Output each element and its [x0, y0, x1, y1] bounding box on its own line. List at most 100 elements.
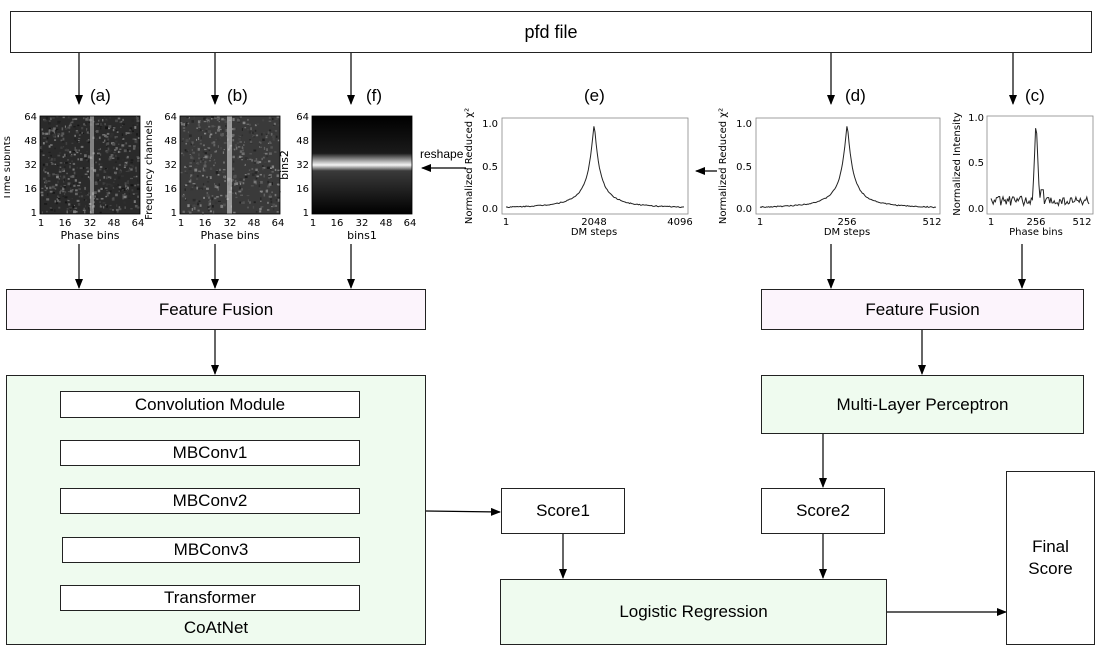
panel-f-xtick: 48	[380, 218, 393, 229]
score1-box: Score1	[501, 488, 625, 534]
mbconv3-label: MBConv3	[173, 540, 249, 559]
panel-b-ylabel: Frequency channels	[144, 120, 155, 220]
mlp-label: Multi-Layer Perceptron	[836, 394, 1009, 414]
panel-d-tag: (d)	[845, 86, 866, 105]
panel-c-xtick: 256	[1026, 217, 1045, 228]
panel-a-heatmap: Time subints 64 48 32 16 1 1 16 32 48 64…	[4, 112, 145, 242]
panel-b-xtick: 48	[248, 218, 261, 229]
panel-d-xtick: 1	[757, 217, 763, 228]
panel-e-ytick: 0.5	[482, 162, 498, 173]
panel-e-ytick: 1.0	[482, 119, 498, 130]
mbconv3-box: MBConv3	[62, 537, 360, 563]
score1-label: Score1	[536, 501, 590, 520]
final-score-line2: Score	[1028, 559, 1073, 578]
panel-d-plot: Normalized Reduced χ² 1.0 0.5 0.0 1 256 …	[718, 108, 942, 238]
panel-b-xtick: 1	[178, 218, 184, 229]
convolution-module-box: Convolution Module	[60, 391, 360, 418]
panel-e-xtick: 4096	[667, 217, 692, 228]
panel-c-ytick: 0.0	[968, 204, 984, 215]
panel-f-ytick: 32	[296, 160, 309, 171]
panel-c-xtick: 512	[1072, 217, 1091, 228]
panel-d-ytick: 0.0	[736, 204, 752, 215]
panel-f-ytick: 16	[296, 184, 309, 195]
panel-e-xlabel: DM steps	[571, 227, 617, 238]
panel-e-ytick: 0.0	[482, 204, 498, 215]
left-feature-fusion: Feature Fusion	[6, 289, 426, 330]
mbconv2-label: MBConv2	[172, 491, 248, 510]
panel-b-tag: (b)	[227, 86, 248, 105]
panel-f-ytick: 64	[296, 112, 309, 123]
panel-b-xtick: 16	[199, 218, 212, 229]
transformer-label: Transformer	[164, 588, 256, 607]
panel-e-ylabel: Normalized Reduced χ²	[464, 108, 475, 224]
panel-c-ytick: 0.5	[968, 158, 984, 169]
mbconv1-label: MBConv1	[172, 443, 248, 462]
final-score-line1: Final	[1032, 537, 1069, 556]
panel-a-ytick: 1	[31, 208, 37, 219]
final-score-box: Final Score	[1006, 471, 1095, 645]
pfd-file-box: pfd file	[10, 11, 1092, 53]
mbconv1-box: MBConv1	[60, 440, 360, 466]
panel-b-xtick: 64	[272, 218, 285, 229]
right-feature-fusion-label: Feature Fusion	[865, 299, 980, 319]
transformer-box: Transformer	[60, 585, 360, 611]
convolution-module-label: Convolution Module	[134, 394, 286, 414]
panel-e-tag: (e)	[584, 86, 605, 105]
panel-d-ytick: 1.0	[736, 119, 752, 130]
panel-a-ytick: 64	[24, 112, 37, 123]
panel-a-ytick: 16	[24, 184, 37, 195]
score2-label: Score2	[796, 501, 850, 520]
panel-e-plot: Normalized Reduced χ² 1.0 0.5 0.0 1 2048…	[464, 108, 693, 238]
mlp-box: Multi-Layer Perceptron	[761, 375, 1084, 434]
panel-d-ylabel: Normalized Reduced χ²	[718, 108, 729, 224]
panel-f-tag: (f)	[366, 86, 383, 105]
panel-f-ylabel: bins2	[278, 150, 291, 180]
panel-a-xtick: 16	[59, 218, 72, 229]
pfd-file-label: pfd file	[524, 21, 578, 42]
panel-c-plot: Normalized Intensity 1.0 0.5 0.0 1 256 5…	[952, 112, 1094, 238]
panel-a-ytick: 48	[24, 136, 37, 147]
panel-f-xtick: 1	[310, 218, 316, 229]
panel-f-xtick: 32	[356, 218, 369, 229]
panel-f-xtick: 64	[404, 218, 417, 229]
right-feature-fusion: Feature Fusion	[761, 289, 1084, 330]
panel-b-xtick: 32	[224, 218, 237, 229]
panel-e-xtick: 2048	[581, 217, 606, 228]
panel-c-tag: (c)	[1025, 86, 1045, 105]
panel-a-xtick: 1	[38, 218, 44, 229]
mbconv2-box: MBConv2	[60, 488, 360, 514]
panel-a-ylabel: Time subints	[4, 136, 13, 201]
panel-b-xlabel: Phase bins	[200, 229, 259, 242]
panel-b-ytick: 48	[164, 136, 177, 147]
panel-c-ytick: 1.0	[968, 113, 984, 124]
panel-a-tag: (a)	[90, 86, 111, 105]
panel-d-ytick: 0.5	[736, 162, 752, 173]
panel-c-ylabel: Normalized Intensity	[952, 112, 963, 215]
panel-e-xtick: 1	[503, 217, 509, 228]
reshape-label: reshape	[420, 147, 464, 161]
panel-a-xtick: 64	[132, 218, 145, 229]
score2-box: Score2	[761, 488, 885, 534]
logistic-regression-label: Logistic Regression	[619, 602, 768, 621]
left-feature-fusion-label: Feature Fusion	[158, 299, 274, 319]
panel-d-xtick: 512	[922, 217, 941, 228]
panel-f-ytick: 48	[296, 136, 309, 147]
logistic-regression-box: Logistic Regression	[500, 579, 887, 645]
coatnet-label: CoAtNet	[183, 618, 249, 637]
panel-b-ytick: 16	[164, 184, 177, 195]
panel-b-heatmap: Frequency channels 64 48 32 16 1 1 16 32…	[144, 112, 285, 242]
panel-a-xlabel: Phase bins	[60, 229, 119, 242]
panel-f-xlabel: bins1	[347, 229, 377, 242]
panel-b-ytick: 1	[171, 208, 177, 219]
panel-d-xlabel: DM steps	[824, 227, 870, 238]
panel-c-xtick: 1	[988, 217, 994, 228]
panel-c-xlabel: Phase bins	[1009, 227, 1063, 238]
panel-b-ytick: 32	[164, 160, 177, 171]
panel-a-xtick: 48	[108, 218, 121, 229]
panel-f-ytick: 1	[303, 208, 309, 219]
panel-d-xtick: 256	[837, 217, 856, 228]
panel-a-ytick: 32	[24, 160, 37, 171]
panel-b-ytick: 64	[164, 112, 177, 123]
panel-f-xtick: 16	[331, 218, 344, 229]
panel-f-heatmap: bins2 64 48 32 16 1 1 16 32 48 64 bins1	[278, 112, 417, 242]
